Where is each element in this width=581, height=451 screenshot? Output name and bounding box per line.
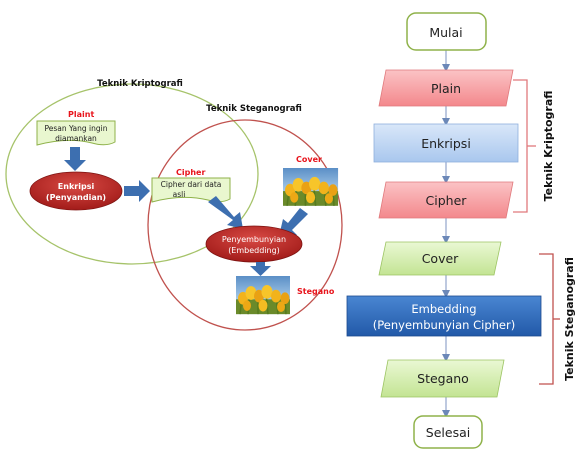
arrow-enkripsi-to-cipher bbox=[124, 180, 150, 202]
cipher-note bbox=[151, 177, 231, 203]
enkripsi-text-2: (Penyandian) bbox=[46, 193, 106, 202]
embedding-process-text-2: (Penyembunyian Cipher) bbox=[373, 318, 515, 332]
steganografi-title: Teknik Steganografi bbox=[206, 104, 302, 114]
mulai-text: Mulai bbox=[429, 25, 462, 40]
enkripsi-ellipse bbox=[29, 171, 123, 211]
embedding-ellipse bbox=[205, 225, 303, 263]
cipher-label: Cipher bbox=[176, 168, 205, 177]
embedding-text-2: (Embedding) bbox=[228, 246, 280, 255]
cipher-process-text: Cipher bbox=[426, 193, 468, 208]
cipher-parallelogram bbox=[378, 181, 514, 219]
arrow-plaint-to-enkripsi bbox=[64, 147, 86, 171]
bracket-steganografi-label: Teknik Steganografi bbox=[563, 257, 576, 381]
cipher-text-1: Cipher dari data bbox=[161, 180, 222, 189]
plaint-text-1: Pesan Yang ingin bbox=[45, 124, 108, 133]
bracket-kriptografi-label: Teknik Kriptografi bbox=[542, 91, 555, 202]
enkripsi-text-1: Enkripsi bbox=[58, 182, 95, 191]
kriptografi-circle bbox=[5, 83, 259, 265]
selesai-terminator bbox=[413, 415, 483, 449]
plaint-label: Plaint bbox=[68, 110, 94, 119]
stegano-parallelogram bbox=[380, 359, 505, 398]
plain-text: Plain bbox=[431, 81, 461, 96]
enkripsi-process bbox=[373, 123, 519, 163]
arrow-cover-to-embedding bbox=[279, 208, 308, 236]
plain-parallelogram bbox=[378, 69, 514, 107]
mulai-terminator bbox=[406, 12, 487, 51]
steganografi-circle bbox=[147, 119, 343, 331]
cover-parallelogram bbox=[378, 241, 502, 276]
cipher-text-2: asli bbox=[173, 190, 186, 199]
embedding-process-text-1: Embedding bbox=[411, 302, 476, 316]
selesai-text: Selesai bbox=[426, 425, 470, 440]
cover-photo bbox=[282, 167, 339, 207]
arrow-cipher-to-embedding bbox=[208, 196, 243, 229]
stegano-process-text: Stegano bbox=[417, 371, 469, 386]
kriptografi-title: Teknik Kriptografi bbox=[97, 79, 183, 89]
plaint-text-2: diamankan bbox=[55, 134, 97, 143]
plaint-note bbox=[36, 120, 116, 146]
embedding-text-1: Penyembunyian bbox=[222, 235, 286, 244]
arrow-embedding-to-stegano bbox=[250, 262, 271, 276]
embedding-process bbox=[346, 295, 542, 337]
stegano-label: Stegano bbox=[297, 287, 335, 296]
enkripsi-process-text: Enkripsi bbox=[421, 136, 471, 151]
cover-process-text: Cover bbox=[422, 251, 459, 266]
cover-label: Cover bbox=[296, 155, 322, 164]
stegano-photo bbox=[235, 275, 291, 315]
